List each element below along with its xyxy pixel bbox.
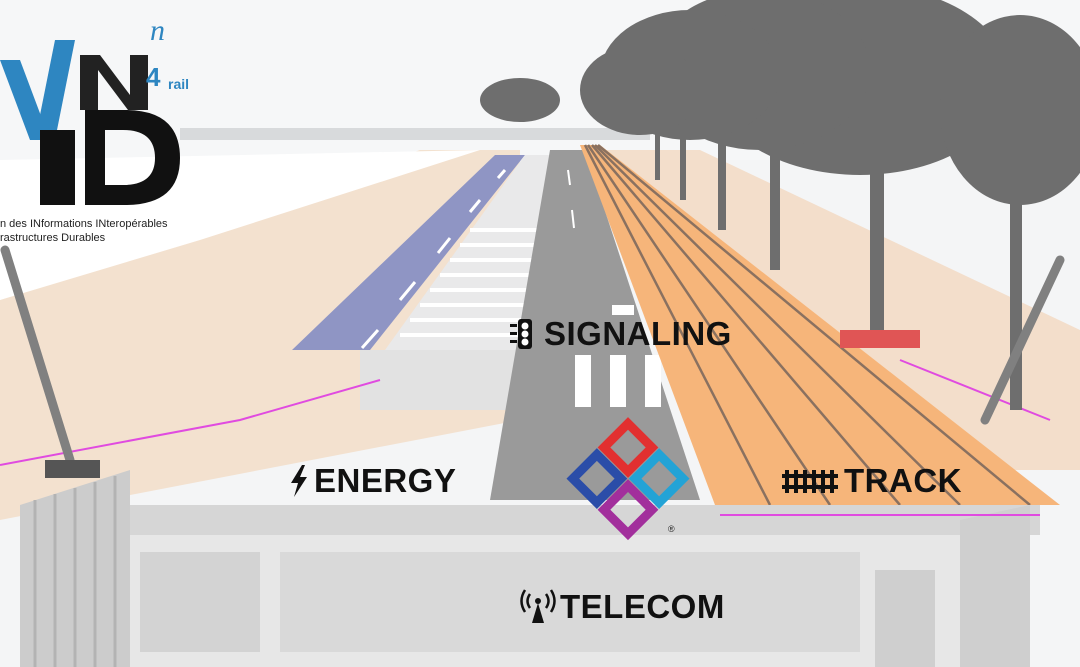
tunnel-cell-2 bbox=[280, 552, 860, 652]
ifc-registered-mark: ® bbox=[668, 524, 675, 534]
ifc-logo bbox=[566, 417, 690, 541]
logo-n: n bbox=[150, 14, 165, 47]
track-label: TRACK bbox=[780, 462, 962, 500]
horizon bbox=[180, 128, 650, 140]
logo-tagline-line2: rastructures Durables bbox=[0, 232, 106, 244]
telecom-label: TELECOM bbox=[520, 588, 725, 626]
sidewalk-stairs bbox=[385, 155, 550, 350]
road-markings bbox=[567, 169, 575, 229]
pole-base-left bbox=[45, 460, 100, 478]
utility-lines bbox=[0, 359, 1051, 516]
telecom-text: TELECOM bbox=[560, 588, 725, 625]
rail-lines bbox=[583, 144, 1031, 506]
energy-label: ENERGY bbox=[288, 462, 456, 500]
bike-lane bbox=[292, 155, 525, 350]
tunnel-cell-1 bbox=[140, 552, 260, 652]
concrete-top bbox=[120, 505, 1040, 535]
slab-front bbox=[360, 350, 545, 410]
rail-track-icon bbox=[782, 470, 838, 493]
rail-bed bbox=[580, 145, 1060, 505]
tree-base bbox=[840, 330, 920, 348]
energy-text: ENERGY bbox=[314, 462, 457, 499]
track-text: TRACK bbox=[844, 462, 962, 499]
poles bbox=[0, 245, 1065, 465]
signaling-label: SIGNALING bbox=[508, 315, 732, 353]
logo-rail: rail bbox=[168, 76, 190, 92]
tree-row bbox=[480, 0, 1080, 410]
bike-lane-markings bbox=[360, 169, 507, 349]
sheet-pile-right bbox=[960, 505, 1030, 667]
lightning-bolt-icon bbox=[291, 465, 307, 497]
sheet-pile-ribs bbox=[33, 476, 117, 667]
road bbox=[490, 150, 700, 500]
signaling-text: SIGNALING bbox=[544, 315, 732, 352]
antenna-icon bbox=[520, 589, 556, 623]
logo-four: 4 bbox=[146, 62, 161, 92]
tunnel-cell-3 bbox=[875, 570, 935, 667]
ground-left bbox=[0, 150, 520, 520]
crosswalk bbox=[575, 305, 661, 407]
logo-tagline-line1: n des INformations INteropérables bbox=[0, 218, 168, 230]
minnd-logo: n 4 rail n des INformations INteropérabl… bbox=[0, 0, 215, 260]
traffic-light-icon bbox=[510, 319, 532, 349]
minnd-logo-graphic bbox=[0, 40, 180, 205]
